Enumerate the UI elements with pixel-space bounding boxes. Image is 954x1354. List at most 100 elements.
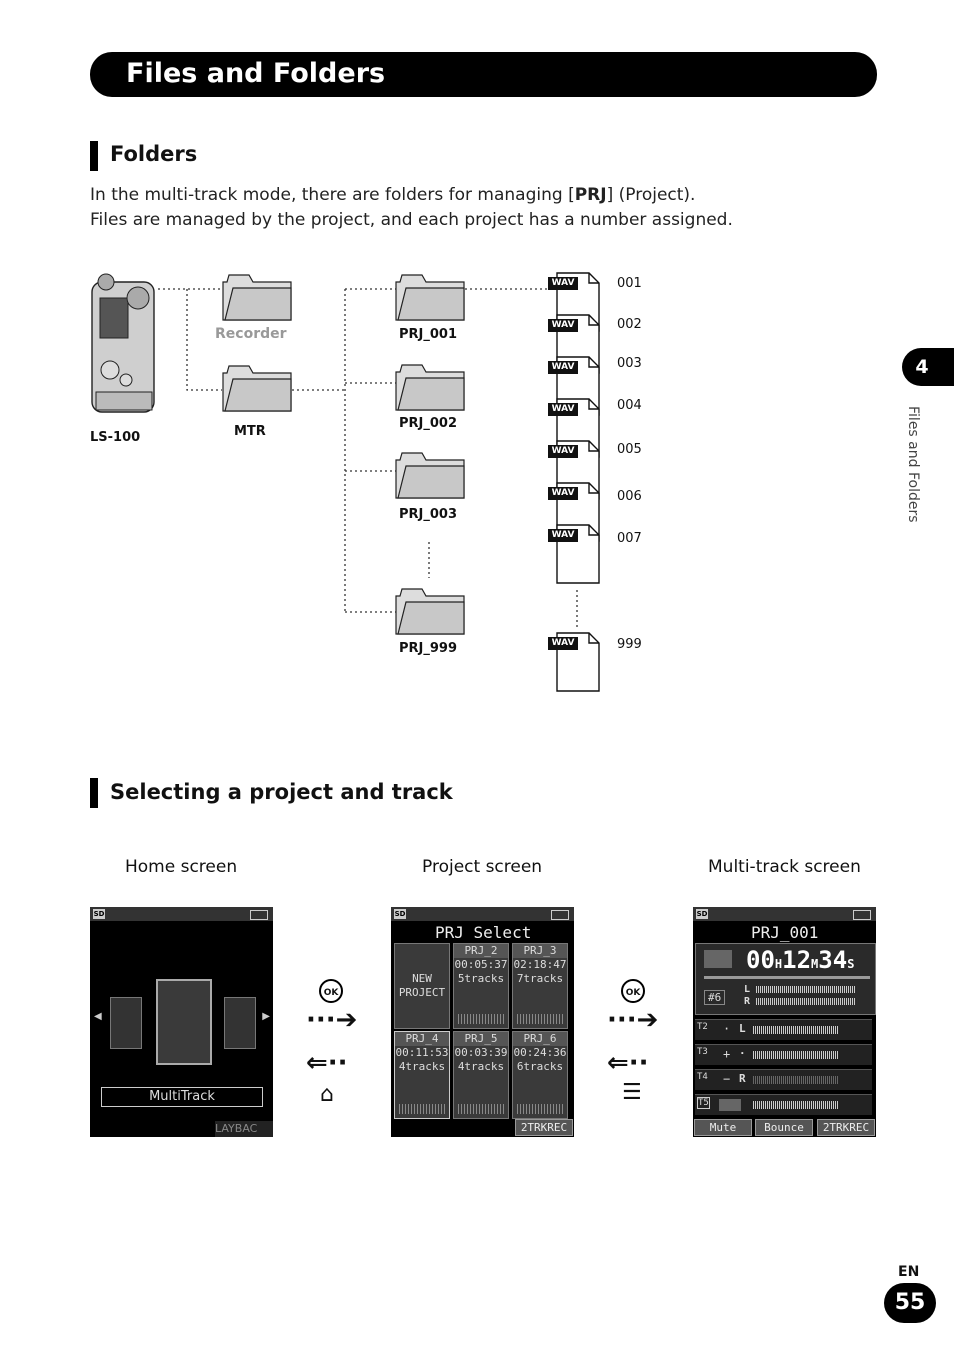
chapter-tab — [902, 348, 954, 386]
file-number: 005 — [617, 442, 642, 457]
wav-badge: WAV — [551, 404, 575, 414]
track-row[interactable]: T4 − R — [695, 1069, 872, 1090]
arrow-right-icon[interactable]: ▶ — [262, 1011, 270, 1022]
time-panel: 00H12M34S #6 L R — [695, 943, 876, 1015]
track-meter — [753, 1026, 839, 1034]
track-row[interactable]: T3 + · — [695, 1044, 872, 1065]
track-channel: L — [739, 1022, 746, 1035]
project-tracks: 7tracks — [516, 972, 564, 985]
level-bars — [458, 1014, 504, 1024]
multitrack-screen: SD PRJ_001 00H12M34S #6 L R T2 · L T3 + … — [693, 907, 876, 1137]
status-bar: SD — [90, 907, 273, 921]
track-channel: · — [739, 1047, 746, 1060]
bounce-button[interactable]: Bounce — [755, 1119, 813, 1136]
sd-card-icon: SD — [93, 909, 105, 919]
track-symbol: − — [723, 1072, 731, 1086]
mode-label[interactable]: MultiTrack — [101, 1087, 263, 1107]
track-id: T5 — [697, 1097, 710, 1109]
project-title: PRJ_001 — [751, 923, 819, 942]
recorder-folder-label: Recorder — [215, 326, 287, 342]
project-folder-label: PRJ_002 — [399, 416, 458, 431]
thumbnail — [224, 997, 256, 1049]
arrow-left-icon[interactable]: ◀ — [94, 1011, 102, 1022]
level-bars — [458, 1104, 504, 1114]
status-bar: SD — [391, 907, 574, 921]
caption-home: Home screen — [125, 857, 238, 877]
file-number: 006 — [617, 489, 642, 504]
project-folder-label: PRJ_001 — [399, 327, 458, 342]
2trkrec-button[interactable]: 2TRKREC — [515, 1119, 573, 1136]
mtr-folder-label: MTR — [234, 424, 266, 439]
home-icon: ⌂ — [320, 1082, 334, 1107]
forward-arrow-icon: ···➔ — [306, 1005, 358, 1035]
status-bar: SD — [693, 907, 876, 921]
file-number: 007 — [617, 531, 642, 546]
project-name: PRJ_4 — [395, 1032, 449, 1046]
project-time: 00:03:39 — [454, 1046, 508, 1059]
mute-button[interactable]: Mute — [694, 1119, 752, 1136]
project-tracks: 5tracks — [457, 972, 505, 985]
track-meter — [753, 1101, 839, 1109]
new-project-line: PROJECT — [398, 986, 446, 999]
section-title-folders: Folders — [110, 142, 198, 166]
selected-thumbnail — [156, 979, 212, 1065]
channel-l: L — [744, 984, 751, 995]
project-name: PRJ_2 — [454, 944, 508, 958]
track-row[interactable]: T2 · L — [695, 1019, 872, 1040]
wav-badge: WAV — [551, 530, 575, 540]
2trkrec-button[interactable]: 2TRKREC — [817, 1119, 875, 1136]
elapsed-time: 00H12M34S — [746, 946, 855, 974]
forward-arrow-icon: ···➔ — [607, 1005, 659, 1035]
level-meter-l — [756, 986, 856, 993]
file-number: 003 — [617, 356, 642, 371]
ok-button-icon: OK — [621, 979, 645, 1003]
device-label: LS-100 — [90, 430, 141, 445]
wav-badge: WAV — [551, 320, 575, 330]
project-folder-label: PRJ_999 — [399, 641, 458, 656]
project-cell[interactable]: PRJ_6 00:24:36 6tracks — [512, 1031, 568, 1119]
wav-badge: WAV — [551, 638, 575, 648]
project-cell[interactable]: PRJ_4 00:11:53 4tracks — [394, 1031, 450, 1119]
title-banner — [90, 52, 877, 97]
new-project-cell[interactable]: NEW PROJECT — [394, 943, 450, 1029]
wav-badge: WAV — [551, 362, 575, 372]
track-id: T2 — [697, 1022, 708, 1032]
file-number: 001 — [617, 276, 642, 291]
position-bar[interactable] — [704, 976, 870, 979]
wav-badge: WAV — [551, 278, 575, 288]
battery-icon — [853, 910, 871, 920]
channel-r: R — [744, 996, 751, 1007]
caption-project: Project screen — [422, 857, 543, 877]
screen-title: PRJ Select — [435, 923, 532, 942]
track-meter — [753, 1051, 839, 1059]
language-label: EN — [898, 1264, 920, 1280]
level-meter-r — [756, 998, 856, 1005]
section-title-selecting: Selecting a project and track — [110, 780, 453, 804]
track-id: T3 — [697, 1047, 708, 1057]
ok-button-icon: OK — [319, 979, 343, 1003]
project-time: 00:24:36 — [513, 1046, 567, 1059]
chapter-side-title: Files and Folders — [905, 406, 921, 523]
project-folder-label: PRJ_003 — [399, 507, 458, 522]
battery-icon — [250, 910, 268, 920]
level-bars — [517, 1104, 563, 1114]
level-bars — [399, 1104, 445, 1114]
new-project-line: NEW — [412, 972, 432, 985]
device-ls100 — [91, 273, 155, 413]
page-title: Files and Folders — [126, 58, 386, 89]
record-icon — [704, 950, 732, 968]
project-cell[interactable]: PRJ_2 00:05:37 5tracks — [453, 943, 509, 1029]
track-row[interactable]: T5 — [695, 1094, 872, 1115]
project-cell[interactable]: PRJ_3 02:18:47 7tracks — [512, 943, 568, 1029]
back-arrow-icon: ⇐·· — [306, 1048, 348, 1078]
project-cell[interactable]: PRJ_5 00:03:39 4tracks — [453, 1031, 509, 1119]
track-symbol: · — [723, 1022, 731, 1036]
file-number: 002 — [617, 317, 642, 332]
caption-multitrack: Multi-track screen — [708, 857, 861, 877]
battery-icon — [551, 910, 569, 920]
track-channel: R — [739, 1072, 746, 1085]
project-name: PRJ_6 — [513, 1032, 567, 1046]
project-time: 02:18:47 — [513, 958, 567, 971]
footer-label: LAYBAC — [215, 1121, 273, 1137]
project-time: 00:11:53 — [395, 1046, 449, 1059]
